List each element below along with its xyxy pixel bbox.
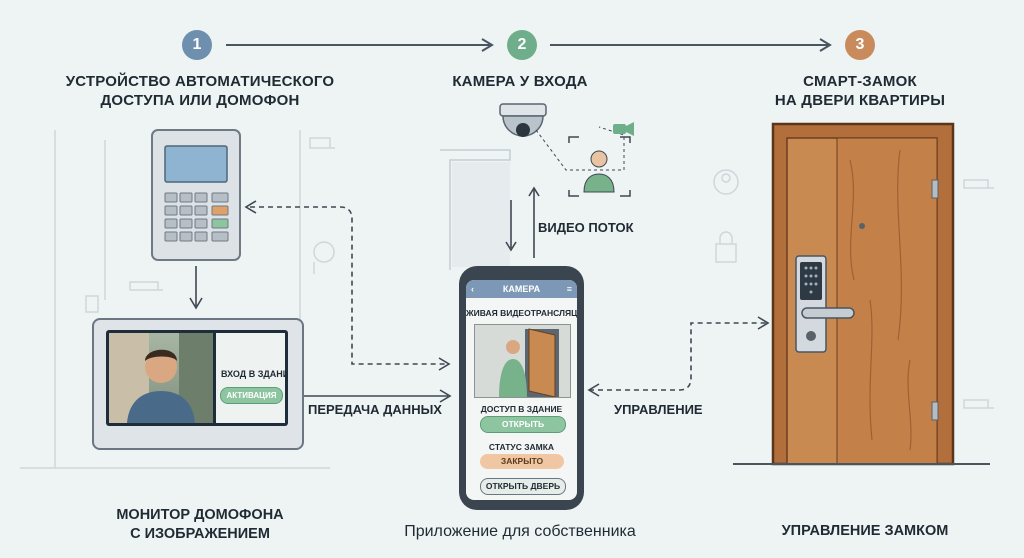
video-stream-arrows bbox=[505, 186, 540, 258]
lock-status-badge: ЗАКРЫТО bbox=[480, 454, 564, 469]
step-badge-3: 3 bbox=[845, 30, 875, 60]
data-connectors bbox=[250, 206, 766, 391]
phone-header-title: КАМЕРА bbox=[502, 284, 541, 294]
label-data-transfer: ПЕРЕДАЧА ДАННЫХ bbox=[308, 402, 442, 417]
monitor-panel: ВХОД В ЗДАНИЕ АКТИВАЦИЯ bbox=[216, 333, 288, 423]
background-sketch bbox=[20, 130, 994, 469]
caption-lock: УПРАВЛЕНИЕ ЗАМКОМ bbox=[781, 523, 949, 539]
monitor-label: ВХОД В ЗДАНИЕ bbox=[221, 369, 288, 379]
monitor-screen: ВХОД В ЗДАНИЕ АКТИВАЦИЯ bbox=[106, 330, 288, 426]
phone-screen: ‹ КАМЕРА ≡ ЖИВАЯ ВИДЕОТРАНСЛЯЦИЯ ДОСТУП … bbox=[466, 280, 577, 500]
activate-button[interactable]: АКТИВАЦИЯ bbox=[220, 387, 283, 404]
live-video-label: ЖИВАЯ ВИДЕОТРАНСЛЯЦИЯ bbox=[466, 308, 577, 318]
doorway-person-icon bbox=[499, 328, 559, 398]
intercom-panel bbox=[151, 129, 241, 261]
lock-status-label: СТАТУС ЗАМКА bbox=[488, 442, 555, 452]
live-video-view bbox=[474, 324, 571, 398]
building-access-label: ДОСТУП В ЗДАНИЕ bbox=[480, 404, 563, 414]
open-door-button[interactable]: ОТКРЫТЬ ДВЕРЬ bbox=[480, 478, 566, 495]
step-badge-1: 1 bbox=[182, 30, 212, 60]
intercom-monitor: ВХОД В ЗДАНИЕ АКТИВАЦИЯ bbox=[92, 318, 304, 450]
back-icon[interactable]: ‹ bbox=[471, 284, 474, 294]
step-badge-2: 2 bbox=[507, 30, 537, 60]
label-control: УПРАВЛЕНИЕ bbox=[614, 402, 703, 417]
step-title-1: УСТРОЙСТВО АВТОМАТИЧЕСКОГО ДОСТУПА ИЛИ Д… bbox=[65, 73, 335, 109]
label-video-stream: ВИДЕО ПОТОК bbox=[538, 220, 634, 235]
owner-phone: ‹ КАМЕРА ≡ ЖИВАЯ ВИДЕОТРАНСЛЯЦИЯ ДОСТУП … bbox=[459, 266, 584, 510]
step-title-3: СМАРТ-ЗАМОК НА ДВЕРИ КВАРТИРЫ bbox=[774, 73, 946, 109]
visitor-icon bbox=[109, 333, 213, 423]
step-title-2: КАМЕРА У ВХОДА bbox=[452, 73, 588, 90]
face-detection-frame bbox=[568, 122, 634, 197]
connector-arrowheads bbox=[189, 200, 770, 403]
caption-monitor: МОНИТОР ДОМОФОНА С ИЗОБРАЖЕНИЕМ bbox=[116, 507, 284, 542]
open-button[interactable]: ОТКРЫТЬ bbox=[480, 416, 566, 433]
visitor-photo bbox=[109, 333, 213, 423]
apartment-door bbox=[733, 122, 990, 466]
menu-icon[interactable]: ≡ bbox=[566, 284, 572, 294]
phone-header: ‹ КАМЕРА ≡ bbox=[466, 280, 577, 298]
step-arrows bbox=[226, 38, 832, 52]
caption-app: Приложение для собственника bbox=[404, 523, 636, 540]
